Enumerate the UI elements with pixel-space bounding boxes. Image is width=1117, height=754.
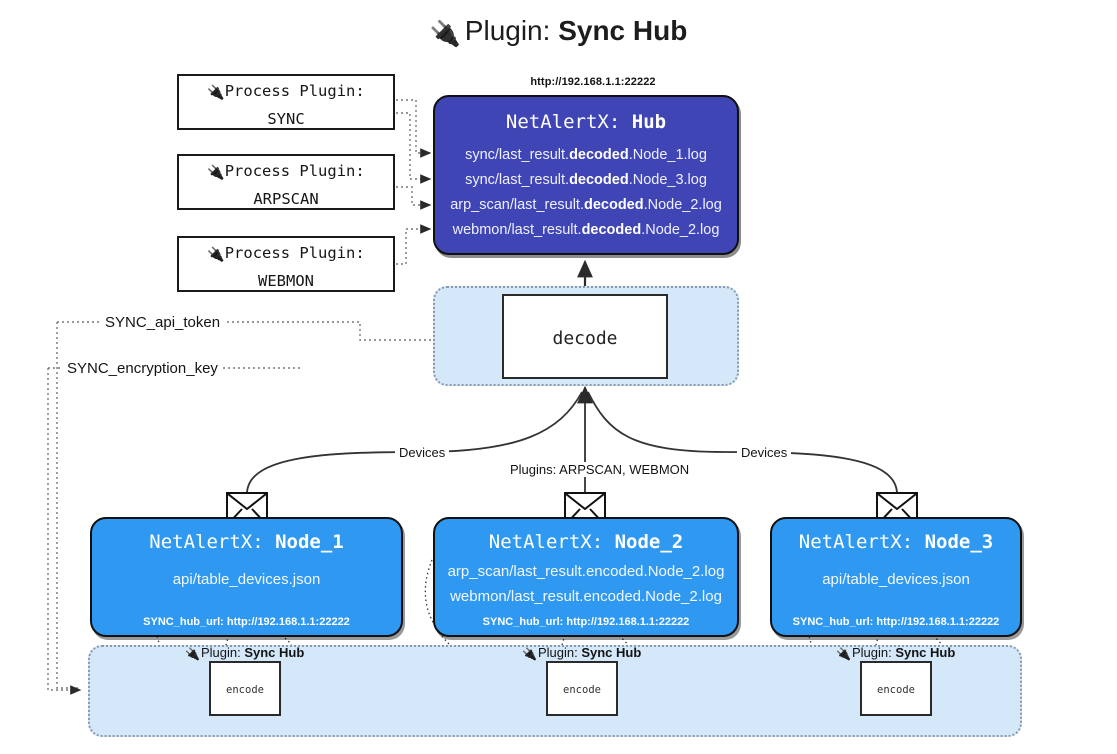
title-prefix: Plugin:: [464, 15, 551, 46]
hub-title: NetAlertX: Hub: [435, 111, 737, 133]
plug-icon: 🔌: [185, 647, 200, 661]
hub-title-name: Hub: [631, 111, 667, 133]
plug-icon: 🔌: [207, 247, 225, 263]
process-plugin-webmon[interactable]: 🔌Process Plugin: WEBMON: [177, 236, 395, 292]
edge-node1-devices: [246, 391, 583, 495]
edge-encryption-key-down: [47, 368, 82, 695]
process-plugin-name: SYNC: [267, 110, 305, 128]
node-title-prefix: NetAlertX:: [798, 531, 914, 553]
node-file: arp_scan/last_result.encoded.Node_2.log: [447, 563, 725, 580]
edge-label-devices-right: Devices: [737, 445, 792, 460]
node-file: webmon/last_result.encoded.Node_2.log: [450, 588, 722, 605]
hub-log-entry: webmon/last_result.decoded.Node_2.log: [452, 222, 720, 238]
encode-plugin-label-2: 🔌Plugin: Sync Hub: [522, 645, 642, 661]
encode-box-2[interactable]: encode: [546, 661, 618, 716]
plug-icon: 🔌: [836, 647, 851, 661]
process-plugin-arpscan[interactable]: 🔌Process Plugin: ARPSCAN: [177, 154, 395, 210]
edge-node3-devices: [587, 391, 898, 495]
hub-log-entry: sync/last_result.decoded.Node_3.log: [465, 172, 707, 188]
process-plugin-name: ARPSCAN: [253, 190, 319, 208]
title-name: Sync Hub: [558, 15, 688, 46]
process-plugin-label: Process Plugin:: [224, 82, 365, 100]
node-title-prefix: NetAlertX:: [149, 531, 264, 553]
plug-icon: 🔌: [207, 165, 225, 181]
edge-arpscan-to-log3: [396, 186, 432, 210]
encode-plugin-label-3: 🔌Plugin: Sync Hub: [836, 645, 956, 661]
process-plugin-name: WEBMON: [258, 272, 314, 290]
edge-sync-to-log1: [396, 99, 432, 158]
edge-webmon-to-log4: [396, 224, 432, 265]
hub-log-entry: arp_scan/last_result.decoded.Node_2.log: [450, 197, 722, 213]
node-hub-url: SYNC_hub_url: http://192.168.1.1:22222: [792, 616, 1000, 628]
node-title-prefix: NetAlertX:: [488, 531, 604, 553]
hub-node[interactable]: NetAlertX: Hub sync/last_result.decoded.…: [433, 95, 739, 255]
decode-box[interactable]: decode: [502, 294, 668, 379]
plug-icon: 🔌: [207, 85, 225, 101]
node-title-name: Node_3: [924, 531, 994, 553]
node-title-name: Node_1: [275, 531, 344, 553]
edge-label-devices-left: Devices: [395, 445, 450, 460]
plug-icon: 🔌: [522, 647, 537, 661]
process-plugin-label: Process Plugin:: [224, 244, 365, 262]
page-title: 🔌Plugin: Sync Hub: [0, 14, 1117, 51]
node-title: NetAlertX: Node_1: [92, 531, 401, 553]
node-hub-url: SYNC_hub_url: http://192.168.1.1:22222: [482, 616, 690, 628]
node-2[interactable]: NetAlertX: Node_2 arp_scan/last_result.e…: [433, 517, 739, 637]
node-1[interactable]: NetAlertX: Node_1 api/table_devices.json…: [90, 517, 403, 637]
edge-label-plugins-center: Plugins: ARPSCAN, WEBMON: [507, 462, 693, 477]
plug-icon: 🔌: [429, 20, 461, 48]
node-title: NetAlertX: Node_3: [772, 531, 1020, 553]
sync-encryption-key-label: SYNC_encryption_key: [62, 360, 223, 377]
edge-sync-to-log2: [396, 112, 432, 184]
hub-log-entry: sync/last_result.decoded.Node_1.log: [465, 147, 707, 163]
process-plugin-sync[interactable]: 🔌Process Plugin: SYNC: [177, 74, 395, 130]
node-title-name: Node_2: [614, 531, 684, 553]
node-3[interactable]: NetAlertX: Node_3 api/table_devices.json…: [770, 517, 1022, 637]
encode-box-3[interactable]: encode: [860, 661, 932, 716]
hub-log-list: sync/last_result.decoded.Node_1.log sync…: [435, 143, 737, 243]
hub-url-label: http://192.168.1.1:22222: [530, 76, 656, 88]
node-title: NetAlertX: Node_2: [435, 531, 737, 553]
hub-title-prefix: NetAlertX:: [505, 111, 621, 133]
encode-box-1[interactable]: encode: [209, 661, 281, 716]
encode-plugin-label-1: 🔌Plugin: Sync Hub: [185, 645, 305, 661]
sync-api-token-label: SYNC_api_token: [100, 314, 226, 331]
node-file: api/table_devices.json: [822, 571, 970, 588]
process-plugin-label: Process Plugin:: [224, 162, 365, 180]
node-file: api/table_devices.json: [172, 571, 321, 588]
node-hub-url: SYNC_hub_url: http://192.168.1.1:22222: [143, 616, 350, 628]
